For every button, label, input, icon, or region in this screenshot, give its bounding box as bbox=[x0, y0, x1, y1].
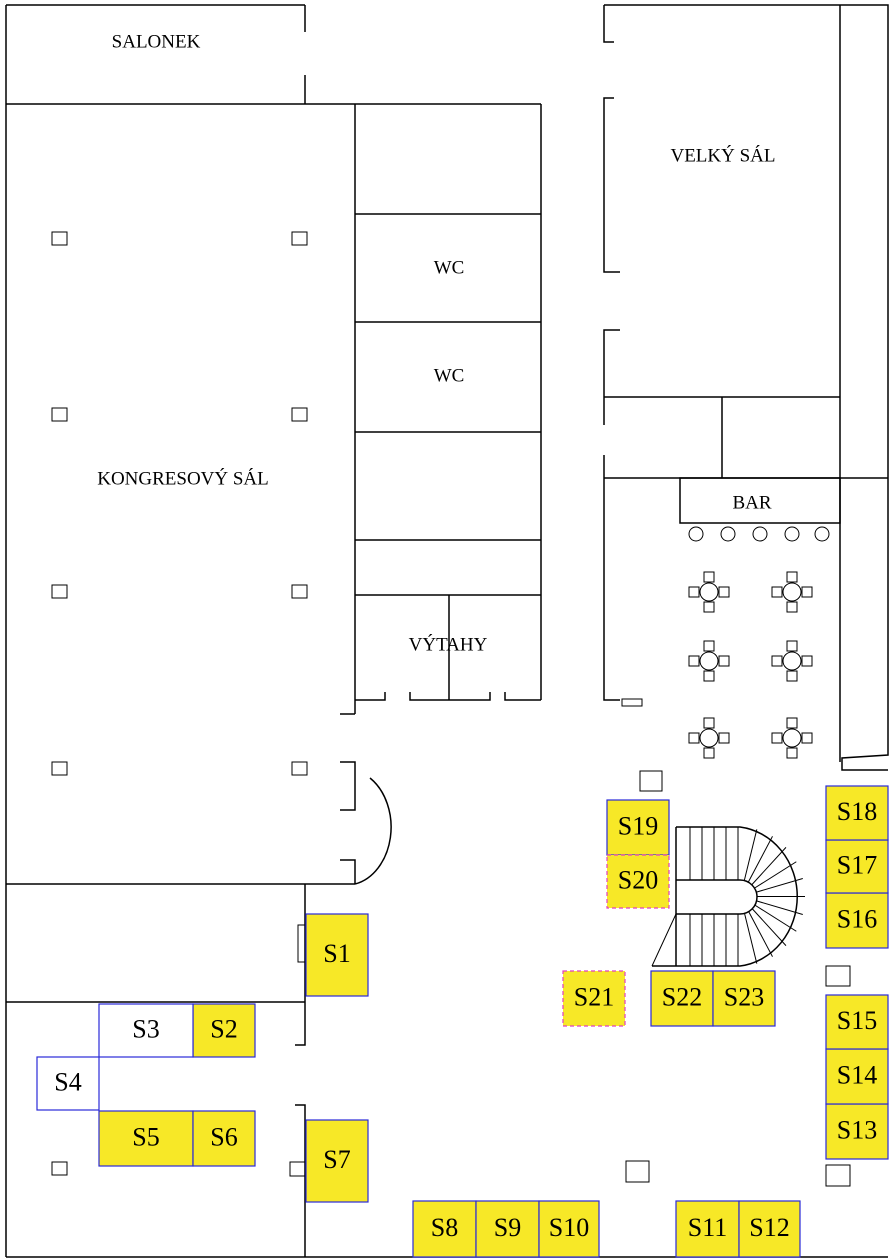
stand-label: S15 bbox=[837, 1006, 877, 1035]
cafe-table bbox=[688, 571, 730, 613]
stand-label: S6 bbox=[210, 1122, 237, 1151]
stand-s8[interactable]: S8 bbox=[412, 1200, 477, 1258]
stand-box[interactable] bbox=[825, 1103, 889, 1160]
stand-s1[interactable]: S1 bbox=[305, 913, 369, 997]
stand-box[interactable] bbox=[825, 839, 889, 894]
stand-label: S12 bbox=[749, 1213, 789, 1242]
stand-label: S19 bbox=[618, 811, 658, 840]
stand-s19[interactable]: S19 bbox=[606, 799, 670, 856]
room-label-bar: BAR bbox=[732, 492, 771, 513]
walls bbox=[5, 4, 889, 1258]
stand-label: S10 bbox=[549, 1213, 589, 1242]
stand-box[interactable] bbox=[98, 1003, 194, 1058]
stand-box[interactable] bbox=[825, 994, 889, 1050]
stand-box[interactable] bbox=[192, 1003, 256, 1058]
stand-s21[interactable]: S21 bbox=[562, 970, 626, 1027]
stand-s3[interactable]: S3 bbox=[98, 1003, 194, 1058]
stand-s15[interactable]: S15 bbox=[825, 994, 889, 1050]
stand-box[interactable] bbox=[606, 799, 670, 856]
stand-box[interactable] bbox=[475, 1200, 540, 1258]
stand-s9[interactable]: S9 bbox=[475, 1200, 540, 1258]
stand-box[interactable] bbox=[305, 913, 369, 997]
stand-s10[interactable]: S10 bbox=[538, 1200, 600, 1258]
stand-box[interactable] bbox=[825, 785, 889, 841]
stand-s23[interactable]: S23 bbox=[712, 970, 776, 1027]
stand-box[interactable] bbox=[98, 1110, 194, 1167]
stand-box[interactable] bbox=[538, 1200, 600, 1258]
room-label-vytahy: VÝTAHY bbox=[409, 633, 488, 655]
stand-label: S8 bbox=[431, 1213, 458, 1242]
stand-s12[interactable]: S12 bbox=[738, 1200, 801, 1258]
stand-label: S9 bbox=[494, 1213, 521, 1242]
cafe-tables bbox=[688, 571, 813, 759]
stand-s16[interactable]: S16 bbox=[825, 892, 889, 949]
stand-s14[interactable]: S14 bbox=[825, 1048, 889, 1105]
stand-s6[interactable]: S6 bbox=[192, 1110, 256, 1167]
stand-label: S18 bbox=[837, 797, 877, 826]
room-label-wc-1: WC bbox=[434, 257, 465, 278]
stand-label: S13 bbox=[837, 1115, 877, 1144]
stand-label: S22 bbox=[662, 982, 702, 1011]
stand-s2[interactable]: S2 bbox=[192, 1003, 256, 1058]
stand-label: S20 bbox=[618, 865, 658, 894]
stand-s5[interactable]: S5 bbox=[98, 1110, 194, 1167]
stand-label: S23 bbox=[724, 982, 764, 1011]
room-label-wc-2: WC bbox=[434, 365, 465, 386]
stand-label: S5 bbox=[132, 1122, 159, 1151]
stand-label: S2 bbox=[210, 1014, 237, 1043]
stand-box[interactable] bbox=[562, 970, 626, 1027]
stand-s13[interactable]: S13 bbox=[825, 1103, 889, 1160]
stand-box[interactable] bbox=[192, 1110, 256, 1167]
cafe-table bbox=[688, 640, 730, 682]
stand-label: S1 bbox=[323, 939, 350, 968]
room-label-velky-sal: VELKÝ SÁL bbox=[670, 144, 775, 166]
stand-box[interactable] bbox=[738, 1200, 801, 1258]
stand-s4[interactable]: S4 bbox=[36, 1056, 100, 1111]
stand-box[interactable] bbox=[606, 854, 670, 909]
stand-box[interactable] bbox=[712, 970, 776, 1027]
stand-box[interactable] bbox=[825, 892, 889, 949]
stand-s17[interactable]: S17 bbox=[825, 839, 889, 894]
columns bbox=[51, 231, 851, 1187]
stand-box[interactable] bbox=[305, 1119, 369, 1203]
cafe-table bbox=[771, 640, 813, 682]
cafe-table bbox=[688, 717, 730, 759]
stand-label: S3 bbox=[132, 1014, 159, 1043]
stand-s11[interactable]: S11 bbox=[675, 1200, 740, 1258]
staircase bbox=[651, 826, 805, 967]
stand-s18[interactable]: S18 bbox=[825, 785, 889, 841]
stand-label: S11 bbox=[688, 1213, 728, 1242]
bar-stools bbox=[688, 526, 830, 542]
stand-label: S14 bbox=[837, 1060, 877, 1089]
stand-label: S16 bbox=[837, 904, 877, 933]
stand-label: S7 bbox=[323, 1145, 350, 1174]
stand-s20[interactable]: S20 bbox=[606, 854, 670, 909]
stand-box[interactable] bbox=[675, 1200, 740, 1258]
stand-label: S17 bbox=[837, 850, 877, 879]
room-label-kongresovy-sal: KONGRESOVÝ SÁL bbox=[97, 467, 269, 489]
stand-s7[interactable]: S7 bbox=[305, 1119, 369, 1203]
stand-label: S4 bbox=[54, 1067, 81, 1096]
cafe-table bbox=[771, 717, 813, 759]
room-label-salonek: SALONEK bbox=[112, 31, 201, 52]
stand-s22[interactable]: S22 bbox=[650, 970, 714, 1027]
stand-box[interactable] bbox=[412, 1200, 477, 1258]
room-labels: SALONEK VELKÝ SÁL WC WC KONGRESOVÝ SÁL B… bbox=[97, 31, 775, 655]
cafe-table bbox=[771, 571, 813, 613]
stand-box[interactable] bbox=[36, 1056, 100, 1111]
stand-label: S21 bbox=[574, 982, 614, 1011]
